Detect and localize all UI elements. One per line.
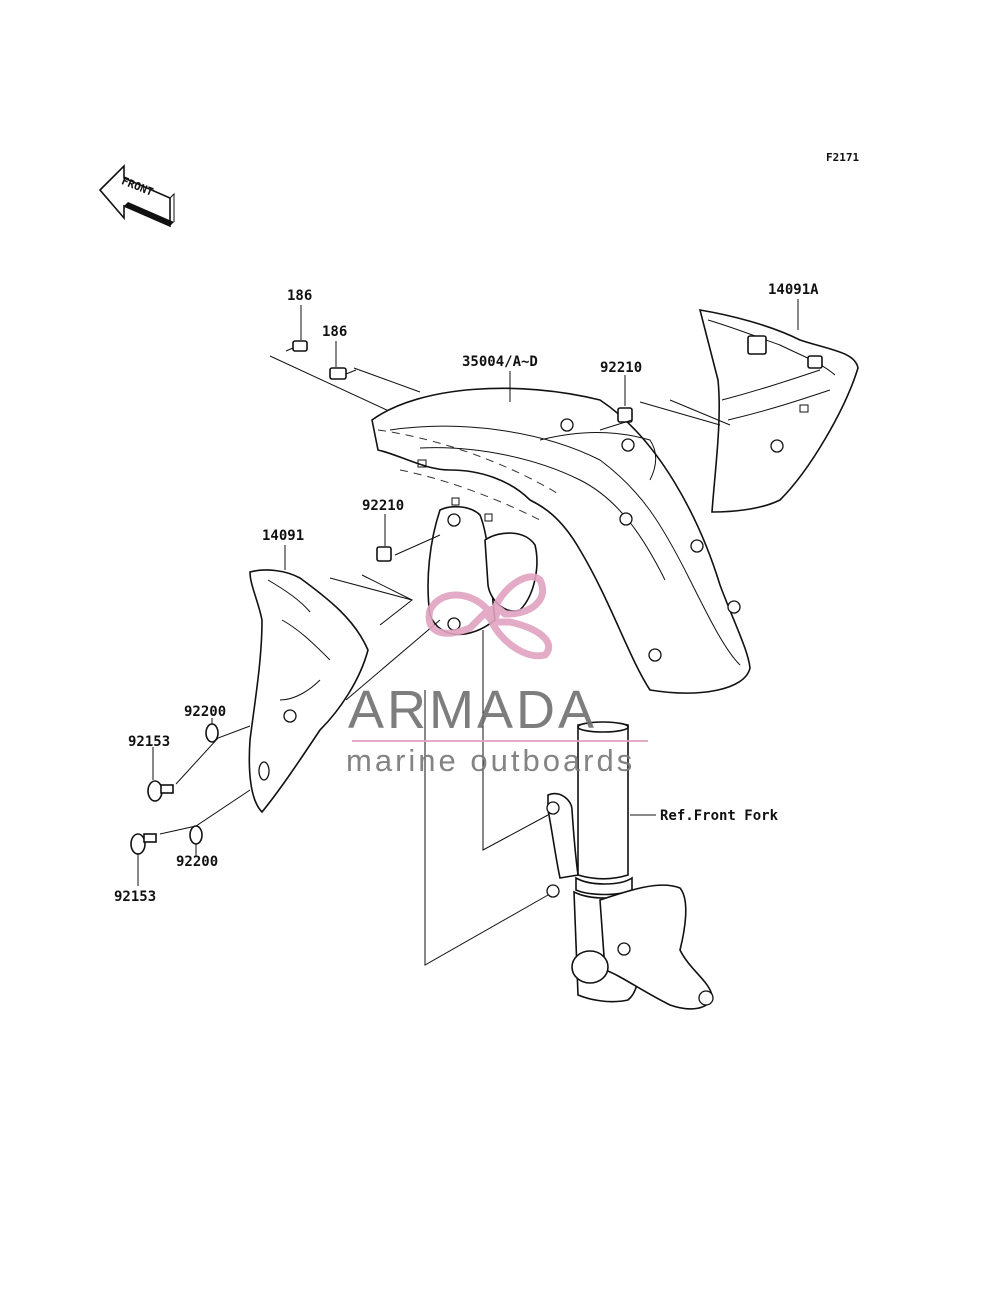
- cover-left-14091: 14091: [248, 528, 414, 814]
- front-fender: 35004/A~D: [371, 354, 751, 694]
- label-35004: 35004/A~D: [462, 354, 538, 370]
- cover-right-14091a: 14091A: [639, 282, 859, 513]
- nut-92210-upper: 92210: [599, 360, 642, 431]
- label-92210-upper: 92210: [600, 360, 642, 376]
- armada-watermark: ARMADA marine outboards: [346, 573, 648, 778]
- bolt-186-upper: 186: [285, 288, 312, 352]
- label-front-fork: Ref.Front Fork: [660, 808, 779, 824]
- label-92210-lower: 92210: [362, 498, 404, 514]
- nut-92210-lower: 92210: [361, 498, 441, 601]
- watermark-tagline: marine outboards: [346, 743, 635, 778]
- washer-92200-lower: 92200: [176, 825, 218, 870]
- bolt-92153-lower: 92153: [114, 833, 157, 905]
- front-arrow-icon: FRONT: [98, 164, 175, 228]
- bolt-186-lower: 186: [322, 324, 357, 380]
- label-14091a: 14091A: [768, 282, 819, 298]
- label-186-upper: 186: [287, 288, 312, 304]
- label-92153-lower: 92153: [114, 889, 156, 905]
- label-14091: 14091: [262, 528, 304, 544]
- label-186-lower: 186: [322, 324, 347, 340]
- propeller-logo-icon: [425, 573, 553, 660]
- label-92153-upper: 92153: [128, 734, 170, 750]
- watermark-brand: ARMADA: [348, 680, 597, 740]
- label-92200-lower: 92200: [176, 854, 218, 870]
- bolt-92153-upper: 92153: [128, 734, 174, 802]
- washer-92200-upper: 92200: [184, 704, 226, 743]
- label-92200-upper: 92200: [184, 704, 226, 720]
- figure-code: F2171: [826, 151, 859, 164]
- front-fork: Ref.Front Fork: [424, 630, 779, 1010]
